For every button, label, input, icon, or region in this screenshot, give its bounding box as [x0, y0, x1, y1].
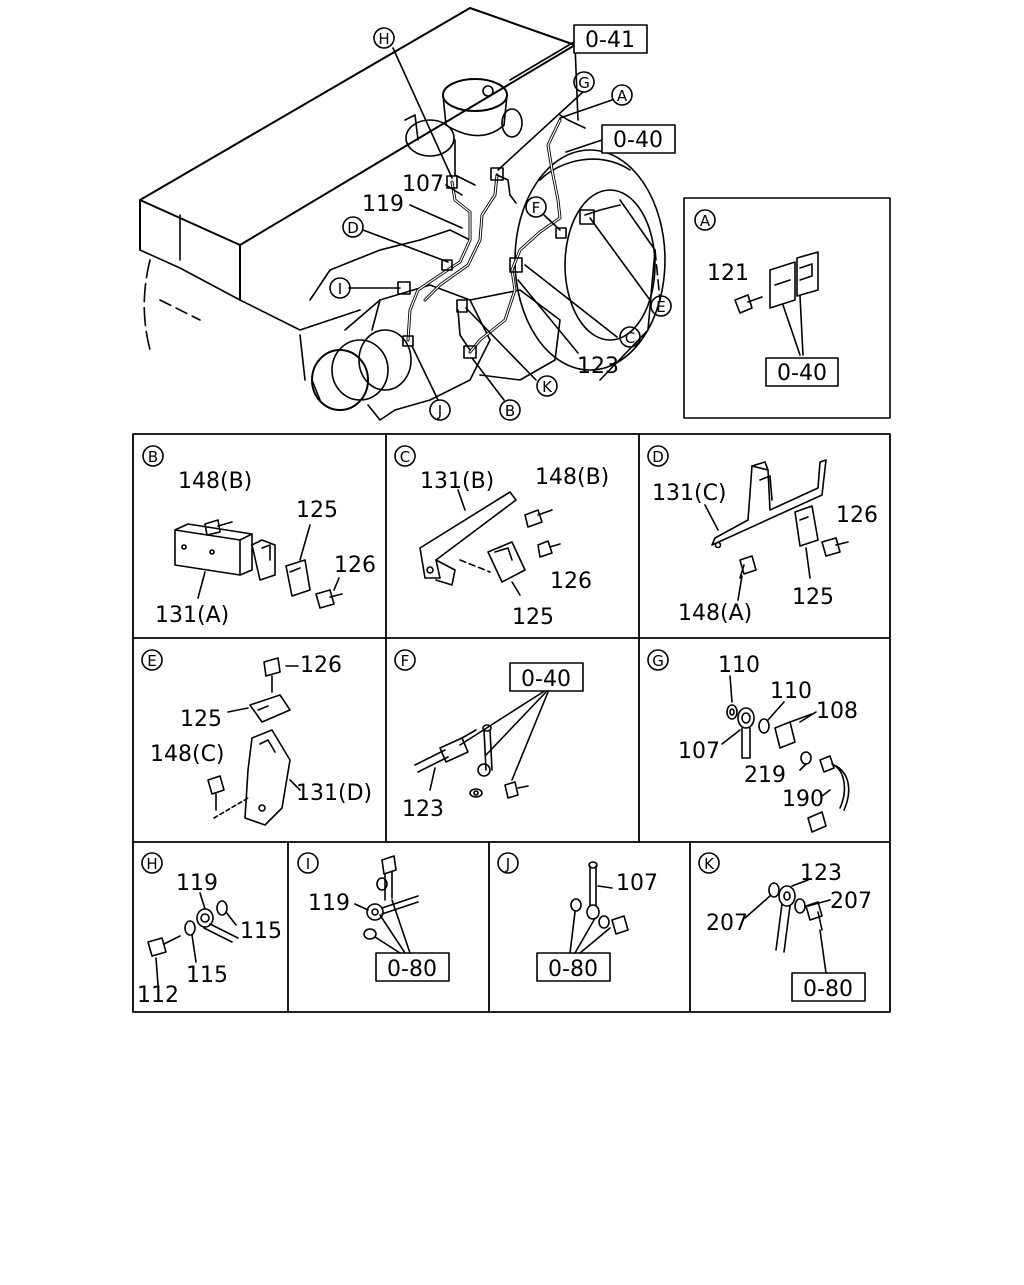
- ref-0-40: 0-40: [601, 124, 676, 154]
- detail-h-panel: H 119 115 115 112: [137, 852, 282, 1008]
- svg-text:108: 108: [816, 699, 858, 724]
- callout-i: I: [329, 277, 351, 299]
- svg-text:A: A: [617, 87, 628, 105]
- svg-text:110: 110: [770, 679, 812, 704]
- ref-0-80-k: 0-80: [803, 977, 853, 1002]
- svg-text:D: D: [347, 219, 359, 237]
- ref-0-80-i: 0-80: [387, 957, 437, 982]
- callout-a: A: [611, 84, 633, 106]
- svg-text:131(C): 131(C): [652, 481, 727, 506]
- svg-text:C: C: [625, 329, 635, 347]
- ref-0-40-f: 0-40: [521, 667, 571, 692]
- detail-j-panel: J 107 0-80: [497, 852, 658, 982]
- svg-text:119: 119: [176, 871, 218, 896]
- part-121: 121: [707, 261, 749, 286]
- svg-text:H: H: [146, 855, 157, 873]
- detail-c-panel: C 131(B) 148(B) 126 125: [394, 445, 609, 630]
- svg-text:125: 125: [792, 585, 834, 610]
- svg-text:123: 123: [800, 861, 842, 886]
- svg-text:J: J: [437, 402, 442, 420]
- svg-text:0-41: 0-41: [585, 28, 635, 53]
- svg-text:112: 112: [137, 983, 179, 1008]
- svg-text:107: 107: [616, 871, 658, 896]
- engine-overview: H G A D F I E C K J B 0-41 0-40 107 119 …: [139, 7, 676, 421]
- svg-text:F: F: [532, 199, 541, 217]
- detail-k-panel: K 123 207 207 0-80: [698, 852, 872, 1002]
- callout-h: H: [373, 27, 395, 49]
- detail-e-panel: E 126 125 148(C) 131(D): [141, 649, 372, 826]
- svg-text:115: 115: [186, 963, 228, 988]
- svg-text:126: 126: [836, 503, 878, 528]
- svg-text:125: 125: [180, 707, 222, 732]
- svg-text:C: C: [400, 448, 410, 466]
- svg-text:123: 123: [402, 797, 444, 822]
- ref-0-80-j: 0-80: [548, 957, 598, 982]
- svg-text:148(B): 148(B): [178, 469, 252, 494]
- svg-text:148(B): 148(B): [535, 465, 609, 490]
- detail-d-panel: D 131(C) 126 125 148(A): [647, 445, 878, 626]
- ref-0-41: 0-41: [573, 24, 648, 54]
- detail-a-panel: A 121 0-40: [683, 197, 891, 419]
- svg-text:125: 125: [512, 605, 554, 630]
- svg-text:207: 207: [706, 911, 748, 936]
- svg-text:207: 207: [830, 889, 872, 914]
- svg-text:K: K: [704, 855, 715, 873]
- svg-text:115: 115: [240, 919, 282, 944]
- svg-text:219: 219: [744, 763, 786, 788]
- svg-text:126: 126: [334, 553, 376, 578]
- callout-k: K: [536, 375, 558, 397]
- svg-text:125: 125: [296, 498, 338, 523]
- svg-text:107: 107: [678, 739, 720, 764]
- detail-b-panel: B 148(B) 125 126 131(A): [142, 445, 376, 628]
- svg-text:G: G: [578, 74, 590, 92]
- svg-text:148(A): 148(A): [678, 601, 752, 626]
- svg-text:131(D): 131(D): [296, 781, 372, 806]
- svg-text:190: 190: [782, 787, 824, 812]
- detail-g-panel: G 110 110 108 107 219 190: [647, 649, 858, 833]
- detail-grid: [132, 433, 891, 1013]
- svg-text:D: D: [652, 448, 664, 466]
- part-107: 107: [402, 172, 444, 197]
- detail-f-panel: F 0-40 123: [394, 649, 584, 822]
- callout-j: J: [429, 399, 451, 421]
- svg-text:126: 126: [300, 653, 342, 678]
- part-119: 119: [362, 192, 404, 217]
- svg-text:H: H: [378, 30, 389, 48]
- svg-text:126: 126: [550, 569, 592, 594]
- callout-e: E: [650, 295, 672, 317]
- svg-text:131(B): 131(B): [420, 469, 494, 494]
- svg-text:I: I: [338, 280, 342, 298]
- svg-text:F: F: [401, 652, 410, 670]
- callout-f: F: [525, 196, 547, 218]
- svg-text:K: K: [542, 378, 553, 396]
- detail-i-panel: I 119 0-80: [297, 852, 450, 982]
- svg-text:B: B: [505, 402, 515, 420]
- svg-text:G: G: [652, 652, 664, 670]
- svg-text:148(C): 148(C): [150, 742, 225, 767]
- callout-d: D: [342, 216, 364, 238]
- svg-text:119: 119: [308, 891, 350, 916]
- svg-text:B: B: [148, 448, 158, 466]
- svg-text:I: I: [306, 855, 310, 873]
- svg-text:110: 110: [718, 653, 760, 678]
- ref-0-40-a: 0-40: [777, 361, 827, 386]
- svg-text:131(A): 131(A): [155, 603, 229, 628]
- callout-b: B: [499, 399, 521, 421]
- svg-text:E: E: [656, 298, 665, 316]
- svg-text:0-40: 0-40: [613, 128, 663, 153]
- svg-text:E: E: [147, 652, 156, 670]
- svg-text:J: J: [505, 855, 510, 873]
- callout-c: C: [619, 326, 641, 348]
- svg-text:A: A: [700, 212, 711, 230]
- callout-g: G: [573, 71, 595, 93]
- part-123: 123: [577, 354, 619, 379]
